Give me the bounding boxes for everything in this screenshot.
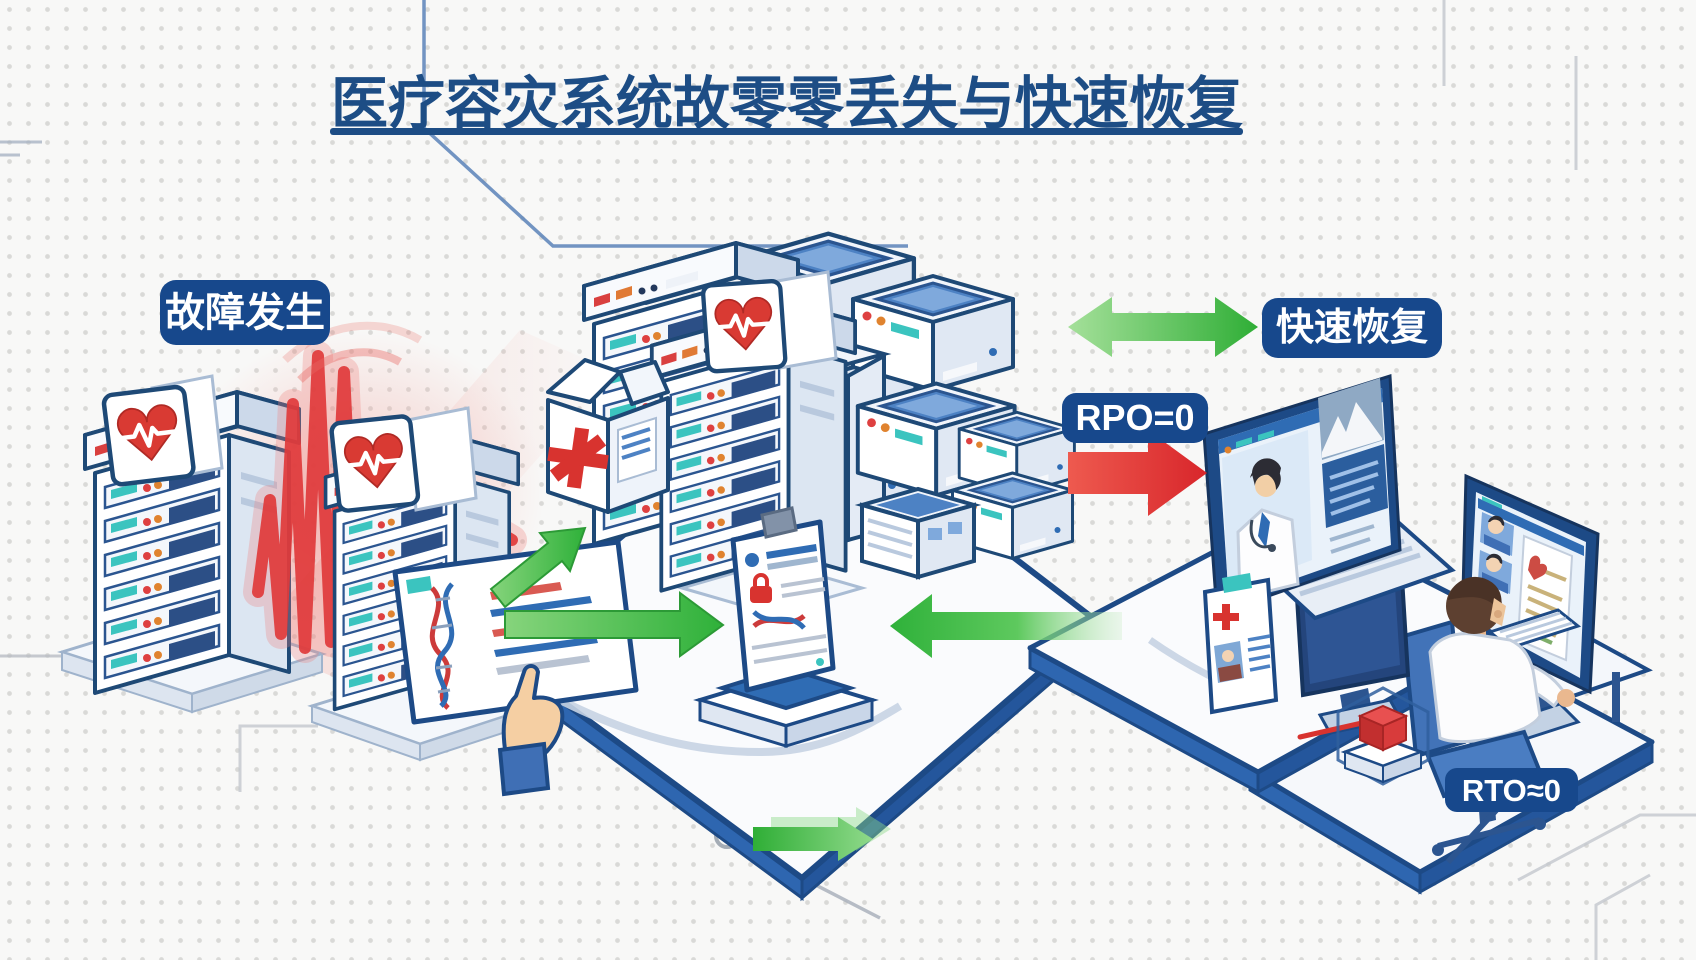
failed-primary-server: [57, 374, 327, 714]
rto-badge: RTO≈0: [1445, 768, 1578, 812]
page-title: 医疗容灾系统故零零丢失与快速恢复: [331, 72, 1243, 136]
recovery-badge: 快速恢复: [1262, 298, 1442, 358]
rpo-badge: RPO=0: [1062, 393, 1208, 443]
medical-cross-icon: [1213, 604, 1239, 630]
rpo-badge-label: RPO=0: [1075, 397, 1195, 438]
failure-badge-label: 故障发生: [165, 290, 325, 335]
double-arrow: [1068, 297, 1258, 357]
dna-icon: [752, 610, 806, 630]
arrow-up-right: [489, 526, 587, 609]
operator-person: [1428, 576, 1575, 744]
arrow-left: [890, 594, 1122, 658]
recovery-workstation: [1202, 373, 1653, 865]
medical-box: [546, 358, 670, 514]
recovery-badge-label: 快速恢复: [1275, 307, 1428, 349]
medical-document: [1202, 573, 1279, 715]
dna-icon: [429, 582, 455, 710]
title-underline: [330, 128, 1243, 135]
medical-cross-icon: [547, 427, 609, 489]
rpo-arrow: [1068, 430, 1207, 516]
patient-record-kiosk: [693, 506, 879, 749]
arrow-small: [753, 817, 873, 861]
heart-ecg-icon: [331, 416, 419, 512]
rto-badge-label: RTO≈0: [1461, 772, 1562, 808]
heart-ecg-icon: [703, 281, 786, 372]
mini-server: [854, 486, 982, 580]
sync-arrows: [489, 297, 1258, 861]
heart-ecg-icon: [103, 386, 194, 485]
telemedicine-laptop: [1202, 373, 1456, 621]
backup-cube: [1336, 686, 1430, 786]
arrow-right: [504, 591, 725, 658]
lock-icon: [750, 573, 772, 603]
hand-cursor-icon: [497, 664, 565, 797]
failure-badge: 故障发生: [160, 280, 330, 345]
